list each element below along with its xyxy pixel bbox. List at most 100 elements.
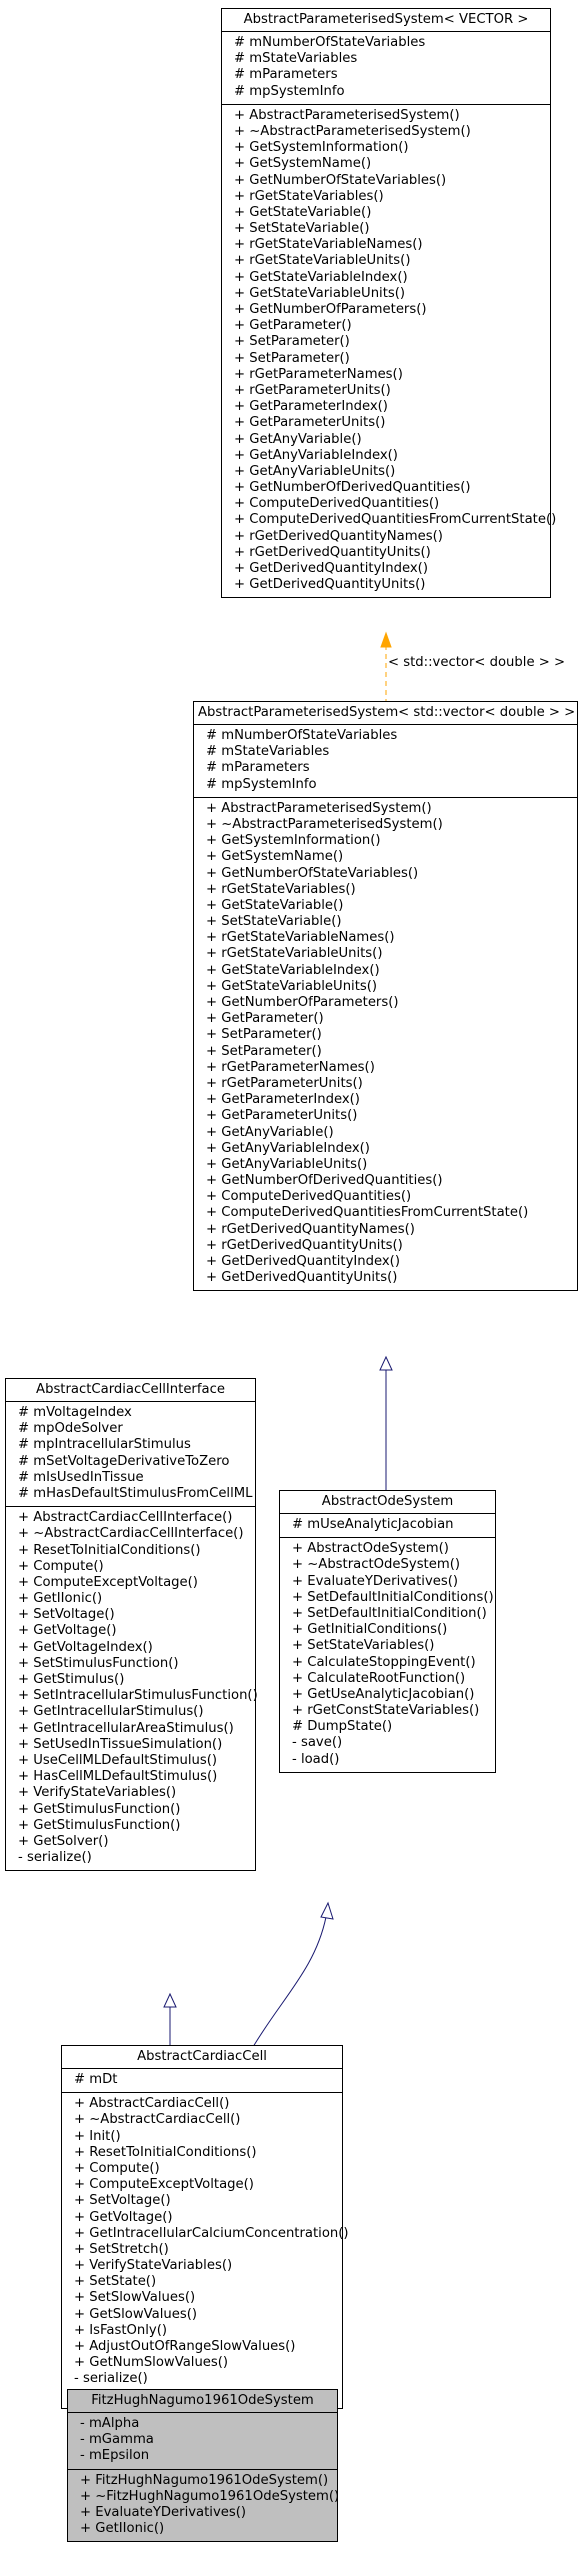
class-method: + GetStateVariable() xyxy=(206,897,344,913)
class-method: + SetVoltage() xyxy=(18,1607,115,1623)
attributes-section: # mNumberOfStateVariables# mStateVariabl… xyxy=(222,32,550,105)
class-method: + GetAnyVariable() xyxy=(206,1124,334,1140)
class-method: + ResetToInitialConditions() xyxy=(74,2144,257,2160)
class-method: + GetNumberOfParameters() xyxy=(234,302,427,317)
class-method: + SetUsedInTissueSimulation() xyxy=(18,1736,223,1752)
class-method: + GetStateVariableIndex() xyxy=(206,962,380,978)
class-attribute: # mpSystemInfo xyxy=(234,83,345,99)
class-method: + GetStateVariable() xyxy=(234,204,372,220)
class-method: + GetAnyVariableUnits() xyxy=(234,463,396,479)
class-method: + GetDerivedQuantityUnits() xyxy=(234,577,426,593)
class-name: AbstractParameterisedSystem< VECTOR > xyxy=(222,9,550,32)
class-method: + GetUseAnalyticJacobian() xyxy=(292,1686,475,1702)
class-method: + ~FitzHughNagumo1961OdeSystem() xyxy=(80,2488,340,2504)
attributes-section: - mAlpha- mGamma- mEpsilon xyxy=(68,2413,337,2470)
class-name: AbstractCardiacCell xyxy=(62,2046,342,2069)
class-method: + SetStateVariable() xyxy=(206,914,342,930)
class-method: + ~AbstractCardiacCellInterface() xyxy=(18,1526,244,1542)
class-method: + rGetDerivedQuantityNames() xyxy=(206,1221,415,1237)
class-method: + rGetStateVariableUnits() xyxy=(234,253,411,269)
class-method: + GetParameter() xyxy=(206,1011,324,1027)
class-method: - serialize() xyxy=(18,1850,92,1866)
class-attribute: # mNumberOfStateVariables xyxy=(206,728,398,743)
class-attribute: # mSetVoltageDerivativeToZero xyxy=(18,1453,230,1469)
class-method: + GetStimulusFunction() xyxy=(18,1801,181,1817)
class-attribute: - mAlpha xyxy=(80,2416,140,2431)
class-method: + GetVoltageIndex() xyxy=(18,1639,153,1655)
methods-section: + AbstractParameterisedSystem()+ ~Abstra… xyxy=(194,798,577,1291)
class-method: + ComputeDerivedQuantities() xyxy=(234,496,440,512)
class-method: + GetSlowValues() xyxy=(74,2306,198,2322)
class-method: + GetParameterIndex() xyxy=(234,399,388,415)
class-method: + GetNumberOfStateVariables() xyxy=(206,865,419,881)
class-method: + EvaluateYDerivatives() xyxy=(80,2504,247,2520)
class-method: + GetNumberOfDerivedQuantities() xyxy=(234,480,471,496)
class-method: + ComputeExceptVoltage() xyxy=(18,1574,198,1590)
class-method: + GetSolver() xyxy=(18,1833,109,1849)
class-method: + rGetStateVariables() xyxy=(234,188,384,204)
class-method: + SetStateVariable() xyxy=(234,221,370,237)
class-method: + ResetToInitialConditions() xyxy=(18,1542,201,1558)
class-abstract-ode-system[interactable]: AbstractOdeSystem # mUseAnalyticJacobian… xyxy=(279,1490,496,1773)
class-method: + rGetParameterUnits() xyxy=(234,382,391,398)
class-attribute: # mpSystemInfo xyxy=(206,776,317,792)
class-method: + SetDefaultInitialCondition() xyxy=(292,1605,487,1621)
class-method: + rGetStateVariableNames() xyxy=(234,237,423,253)
class-method: + HasCellMLDefaultStimulus() xyxy=(18,1769,218,1785)
class-method: + AbstractParameterisedSystem() xyxy=(206,800,432,816)
class-method: + rGetConstStateVariables() xyxy=(292,1703,480,1719)
class-abstract-cardiac-cell[interactable]: AbstractCardiacCell # mDt + AbstractCard… xyxy=(61,2045,349,2409)
methods-section: + AbstractOdeSystem()+ ~AbstractOdeSyste… xyxy=(280,1538,495,1772)
class-method: + CalculateRootFunction() xyxy=(292,1670,466,1686)
cell-to-ode-edge xyxy=(249,1916,327,2053)
class-method: + SetParameter() xyxy=(234,334,350,350)
class-abstract-cardiac-cell-interface[interactable]: AbstractCardiacCellInterface # mVoltageI… xyxy=(5,1378,258,1872)
class-attribute: # mUseAnalyticJacobian xyxy=(292,1517,454,1532)
class-attribute: # mParameters xyxy=(234,67,338,83)
class-method: + GetDerivedQuantityIndex() xyxy=(234,561,428,576)
class-method: + ~AbstractCardiacCell() xyxy=(74,2112,241,2128)
class-method: + GetVoltage() xyxy=(18,1623,117,1639)
methods-section: + AbstractParameterisedSystem()+ ~Abstra… xyxy=(222,105,557,598)
class-attribute: - mEpsilon xyxy=(80,2448,150,2464)
class-attribute: # mNumberOfStateVariables xyxy=(234,35,426,50)
methods-section: + AbstractCardiacCell()+ ~AbstractCardia… xyxy=(62,2093,349,2408)
class-method: + GetAnyVariableIndex() xyxy=(234,447,398,463)
class-method: + SetState() xyxy=(74,2274,157,2290)
class-attribute: # mVoltageIndex xyxy=(18,1405,132,1420)
class-method: + GetAnyVariableUnits() xyxy=(206,1156,368,1172)
class-method: + GetNumberOfParameters() xyxy=(206,995,399,1010)
class-method: + GetIntracellularStimulus() xyxy=(18,1704,204,1720)
class-abstract-parameterised-system-vector[interactable]: AbstractParameterisedSystem< VECTOR > # … xyxy=(221,8,557,599)
class-method: + SetStateVariables() xyxy=(292,1638,435,1654)
class-method: + AbstractCardiacCell() xyxy=(74,2096,230,2112)
class-method: + rGetStateVariableNames() xyxy=(206,930,395,946)
class-method: + GetNumberOfStateVariables() xyxy=(234,172,447,188)
class-method: + Compute() xyxy=(18,1558,104,1574)
class-method: + rGetStateVariables() xyxy=(206,881,356,897)
class-method: + IsFastOnly() xyxy=(74,2322,167,2338)
class-method: + VerifyStateVariables() xyxy=(74,2258,233,2274)
class-method: + SetStimulusFunction() xyxy=(18,1655,179,1671)
class-name: AbstractOdeSystem xyxy=(280,1491,495,1514)
class-method: + Compute() xyxy=(74,2160,160,2176)
class-method: + FitzHughNagumo1961OdeSystem() xyxy=(80,2472,329,2488)
class-attribute: # mDt xyxy=(74,2072,118,2087)
class-method: + EvaluateYDerivatives() xyxy=(292,1573,459,1589)
class-method: + CalculateStoppingEvent() xyxy=(292,1654,476,1670)
class-method: + rGetStateVariableUnits() xyxy=(206,946,383,962)
class-method: + ~AbstractParameterisedSystem() xyxy=(206,816,443,832)
attributes-section: # mDt xyxy=(62,2069,342,2094)
class-method: + GetStateVariableUnits() xyxy=(234,285,406,301)
class-method: + ComputeDerivedQuantitiesFromCurrentSta… xyxy=(234,512,557,528)
ode-to-parameterised-arrowhead xyxy=(379,1355,393,1371)
class-method: + GetSystemName() xyxy=(206,849,344,865)
class-method: + rGetDerivedQuantityNames() xyxy=(234,528,443,544)
class-method: + AbstractOdeSystem() xyxy=(292,1541,449,1557)
class-abstract-parameterised-system-std-vector-double[interactable]: AbstractParameterisedSystem< std::vector… xyxy=(193,701,578,1292)
class-method: + SetParameter() xyxy=(206,1043,322,1059)
class-method: + AbstractParameterisedSystem() xyxy=(234,107,460,123)
class-method: + GetStimulus() xyxy=(18,1672,125,1687)
class-fitzhugh-nagumo-1961-ode-system[interactable]: FitzHughNagumo1961OdeSystem - mAlpha- mG… xyxy=(67,2389,340,2543)
class-attribute: # mParameters xyxy=(206,760,310,776)
